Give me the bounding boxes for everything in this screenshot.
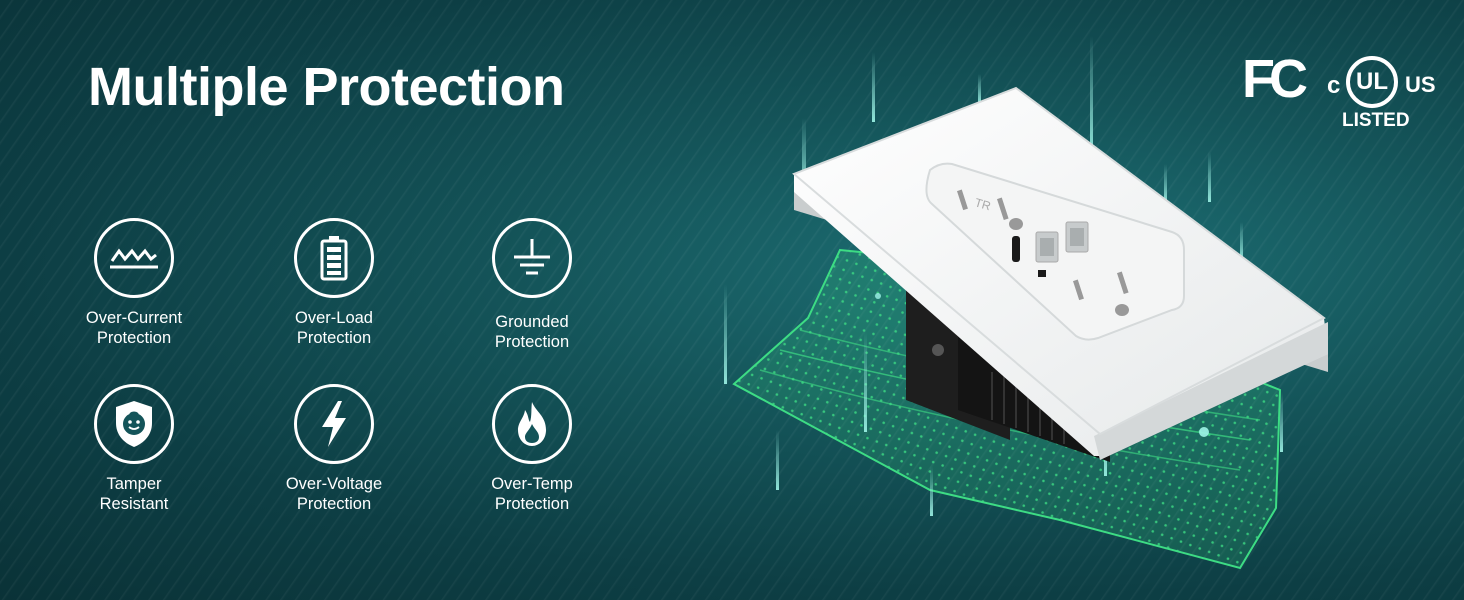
wave-icon (94, 218, 174, 298)
feature-over-voltage: Over-Voltage Protection (244, 384, 424, 514)
feature-label: Over-Voltage Protection (285, 475, 383, 513)
page-title: Multiple Protection (88, 57, 565, 117)
ul-listed-text: LISTED (1342, 110, 1410, 131)
feature-label: Over-Temp Protection (491, 475, 573, 513)
ul-logo: UL (1346, 56, 1398, 108)
feature-over-temp: Over-Temp Protection (442, 384, 622, 514)
ul-us-mark: US (1405, 72, 1436, 97)
feature-grounded: Grounded Protection (442, 218, 622, 352)
flame-icon (492, 384, 572, 464)
feature-over-load: Over-Load Protection (244, 218, 424, 348)
feature-label: Grounded Protection (494, 313, 570, 351)
feature-label: Tamper Resistant (99, 475, 169, 513)
feature-tamper-resistant: Tamper Resistant (44, 384, 224, 514)
feature-label: Over-Load Protection (295, 309, 373, 347)
feature-label: Over-Current Protection (85, 309, 183, 347)
child-shield-icon (94, 384, 174, 464)
lightning-icon (294, 384, 374, 464)
outlet-face: TR (925, 162, 1185, 341)
battery-icon (294, 218, 374, 298)
ul-c-mark: c (1327, 72, 1341, 99)
fcc-logo: FC (1242, 49, 1308, 109)
indicator-light (1038, 270, 1046, 277)
tr-mark: TR (973, 195, 993, 213)
feature-over-current: Over-Current Protection (44, 218, 224, 348)
usb-c-port (1012, 236, 1020, 262)
ground-icon (492, 218, 572, 298)
